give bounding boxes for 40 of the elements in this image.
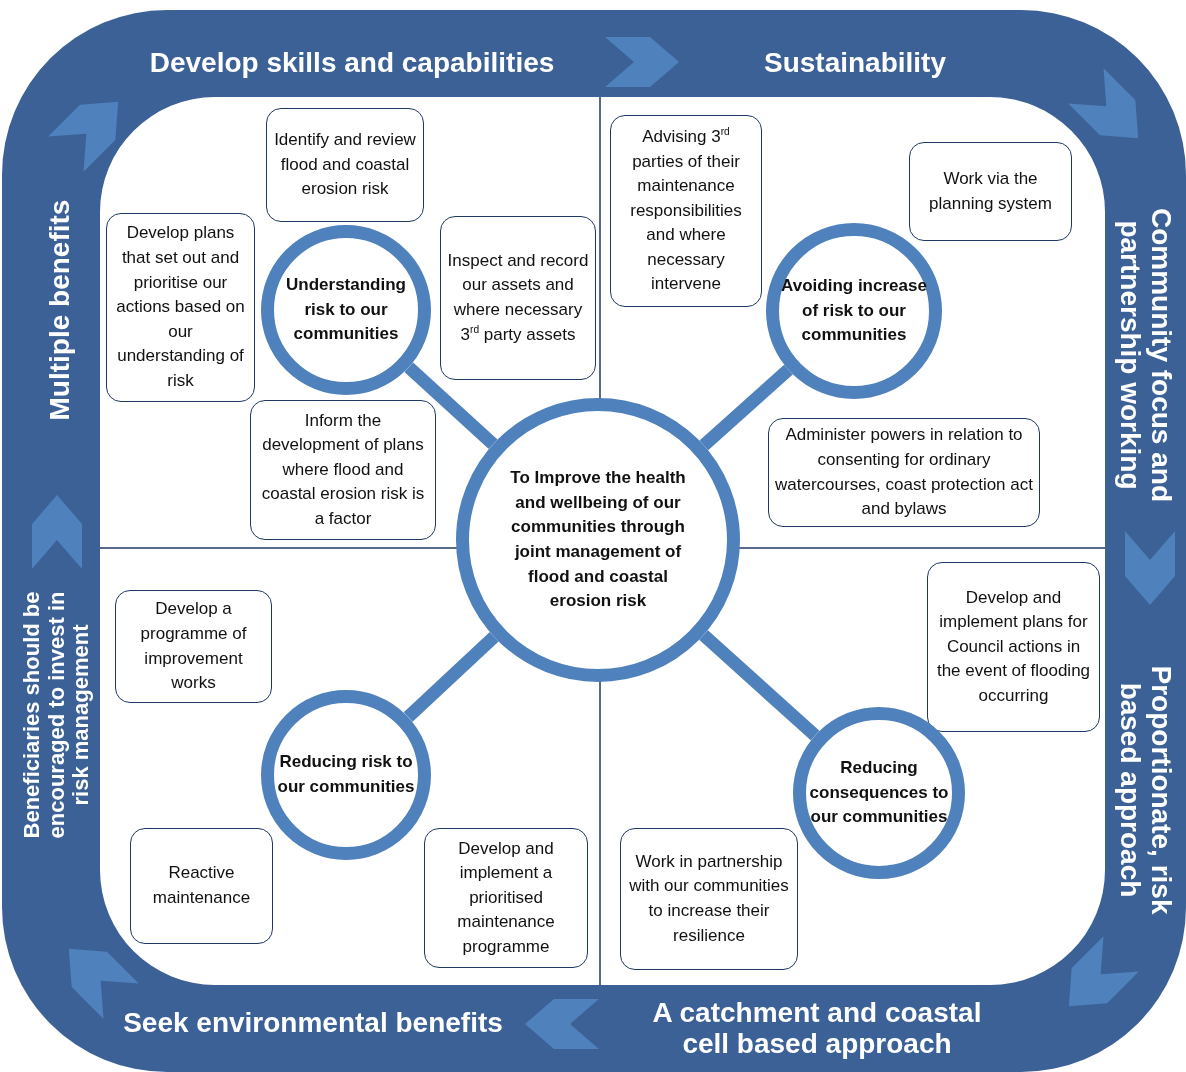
principle-label: Community focus and partnership working <box>1114 207 1178 504</box>
circle-label: Understanding risk to our communities <box>285 274 407 346</box>
principle-label: A catchment and coastal cell based approach <box>652 996 982 1060</box>
text-box <box>115 590 272 703</box>
box-text: Reactive maintenance <box>151 862 252 909</box>
text-box <box>250 400 436 540</box>
circle-label: To Improve the health and wellbeing of our communities through joint management of flood and coastal erosion risk <box>510 467 686 613</box>
text-box <box>610 115 762 307</box>
text-box <box>266 108 424 222</box>
box-text: Administer powers in relation to consenting for ordinary watercourses, coast protection act and bylaws <box>775 424 1033 521</box>
principle-label: Develop skills and capabilities <box>149 47 555 79</box>
box-text: Inspect and record our assets and where necessary 3$^{rd}$ party assets <box>447 249 589 346</box>
box-text: Advising 3$^{rd}$ parties of their maintenance responsibilities and where necessary intervene <box>629 125 743 296</box>
box-text: Develop and implement plans for Council actions in the event of flooding occurring <box>935 586 1092 707</box>
connector-line <box>403 632 499 722</box>
box-text: Develop and implement a prioritised maintenance programme <box>456 837 556 958</box>
text-box <box>909 142 1072 241</box>
text-box <box>130 828 273 944</box>
box-text: Work in partnership with our communities to increase their resilience <box>628 850 790 947</box>
text-box <box>620 828 798 970</box>
text-box <box>424 828 588 968</box>
box-text: Identify and review flood and coastal erosion risk <box>273 129 417 201</box>
text-box <box>106 213 255 402</box>
text-box <box>927 562 1100 732</box>
principle-label: Beneficiaries should be encouraged to invest in risk management <box>20 590 94 841</box>
circle-label: Avoiding increase of risk to our communities <box>781 275 927 347</box>
text-box <box>768 418 1040 527</box>
principle-label: Seek environmental benefits <box>123 1007 503 1039</box>
connector-line <box>699 630 820 741</box>
circle-label: Reducing risk to our communities <box>276 751 416 798</box>
text-box <box>440 216 596 380</box>
principle-label: Multiple benefits <box>44 199 76 421</box>
box-text: Develop a programme of improvement works <box>139 598 248 695</box>
connector-line <box>699 364 793 451</box>
principle-label: Sustainability <box>764 47 946 79</box>
box-text: Work via the planning system <box>928 167 1053 215</box>
principle-label: Proportionate, risk based approach <box>1114 665 1178 915</box>
box-text: Inform the development of plans where flood and coastal erosion risk is a factor <box>260 409 426 530</box>
box-text: Develop plans that set out and prioritise our actions based on our understanding of risk <box>115 222 246 392</box>
circle-label: Reducing consequences to our communities <box>808 757 950 829</box>
